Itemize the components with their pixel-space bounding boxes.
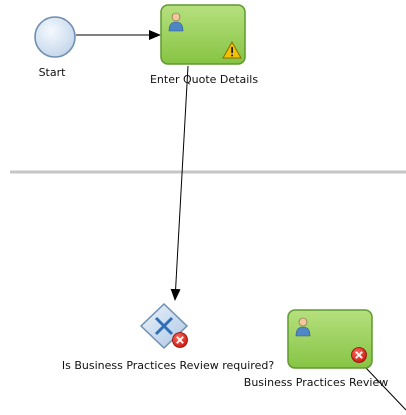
user-icon bbox=[168, 12, 184, 32]
start-event[interactable] bbox=[34, 16, 76, 58]
task-label-business-practices-review: Business Practices Review bbox=[243, 376, 389, 389]
gateway-x-icon bbox=[154, 316, 174, 336]
task-business-practices-review[interactable] bbox=[287, 309, 373, 369]
gateway-label: Is Business Practices Review required? bbox=[61, 359, 275, 372]
flow-business-review-outgoing[interactable] bbox=[365, 367, 406, 411]
task-label-enter-quote-details: Enter Quote Details bbox=[149, 73, 259, 86]
start-event-label: Start bbox=[38, 66, 66, 79]
task-enter-quote-details[interactable] bbox=[160, 4, 246, 65]
flow-enter-quote-to-gateway[interactable] bbox=[170, 65, 189, 301]
error-icon bbox=[172, 332, 188, 348]
warning-icon bbox=[222, 40, 242, 59]
user-icon bbox=[295, 317, 311, 337]
error-icon bbox=[351, 347, 367, 363]
exclusive-gateway[interactable] bbox=[139, 302, 189, 350]
